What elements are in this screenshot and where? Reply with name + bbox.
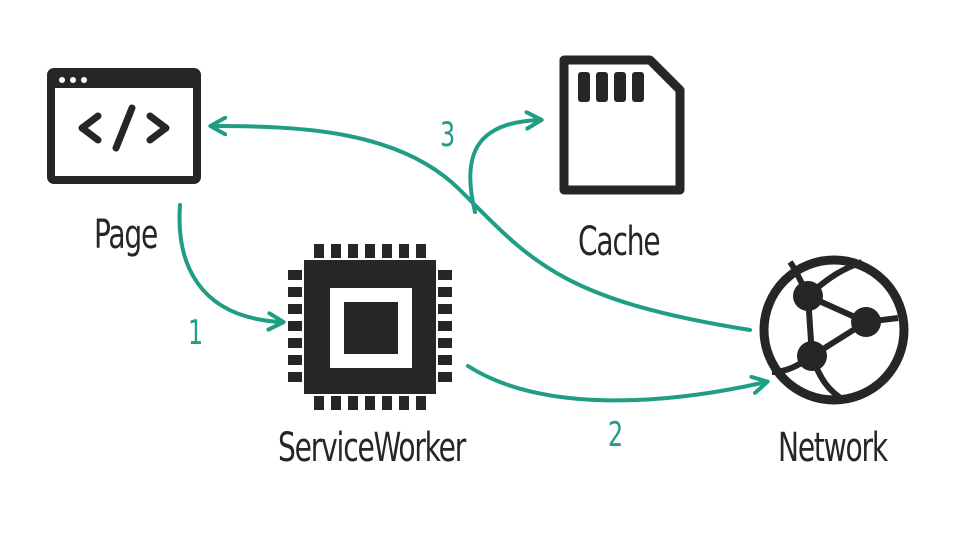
chip-pin-top-6 [416, 244, 426, 258]
sd-card-icon [559, 55, 685, 195]
code-window-icon [47, 68, 201, 184]
chip-pin-right-4 [438, 338, 452, 348]
chip-pin-left-5 [288, 355, 302, 365]
chip-pin-left-3 [288, 321, 302, 331]
chip-pin-top-2 [348, 244, 358, 258]
chip-pin-left-1 [288, 287, 302, 297]
chip-pin-left-6 [288, 372, 302, 382]
cpu-chip-icon [288, 244, 452, 410]
chip-pin-top-3 [365, 244, 375, 258]
chip-pin-top-1 [331, 244, 341, 258]
network-label: Network [778, 425, 888, 471]
arrow-page-to-serviceworker [177, 203, 282, 322]
chip-pin-bottom-4 [382, 396, 392, 410]
step-2-label: 2 [608, 415, 624, 455]
chip-pin-bottom-5 [399, 396, 409, 410]
chip-pin-right-5 [438, 355, 452, 365]
chip-pin-right-6 [438, 372, 452, 382]
chip-pin-top-5 [399, 244, 409, 258]
chip-pin-bottom-2 [348, 396, 358, 410]
chip-pin-right-3 [438, 321, 452, 331]
chip-pin-right-1 [438, 287, 452, 297]
step-3-label: 3 [440, 115, 456, 155]
chip-pin-left-0 [288, 270, 302, 280]
chip-pin-left-2 [288, 304, 302, 314]
cache-label: Cache [578, 219, 661, 265]
arrow-serviceworker-to-network [466, 364, 766, 403]
globe-network-icon [759, 255, 909, 405]
arrow-to-cache [468, 120, 540, 214]
chip-pin-top-4 [382, 244, 392, 258]
arrow-network-to-page [212, 126, 752, 332]
chip-pin-bottom-3 [365, 396, 375, 410]
chip-pin-bottom-6 [416, 396, 426, 410]
serviceworker-label: ServiceWorker [278, 425, 466, 471]
step-1-label: 1 [188, 313, 204, 353]
chip-pin-left-4 [288, 338, 302, 348]
chip-pin-top-0 [314, 244, 324, 258]
page-label: Page [94, 212, 158, 258]
chip-pin-right-2 [438, 304, 452, 314]
chip-pin-bottom-1 [331, 396, 341, 410]
chip-pin-bottom-0 [314, 396, 324, 410]
chip-pin-right-0 [438, 270, 452, 280]
